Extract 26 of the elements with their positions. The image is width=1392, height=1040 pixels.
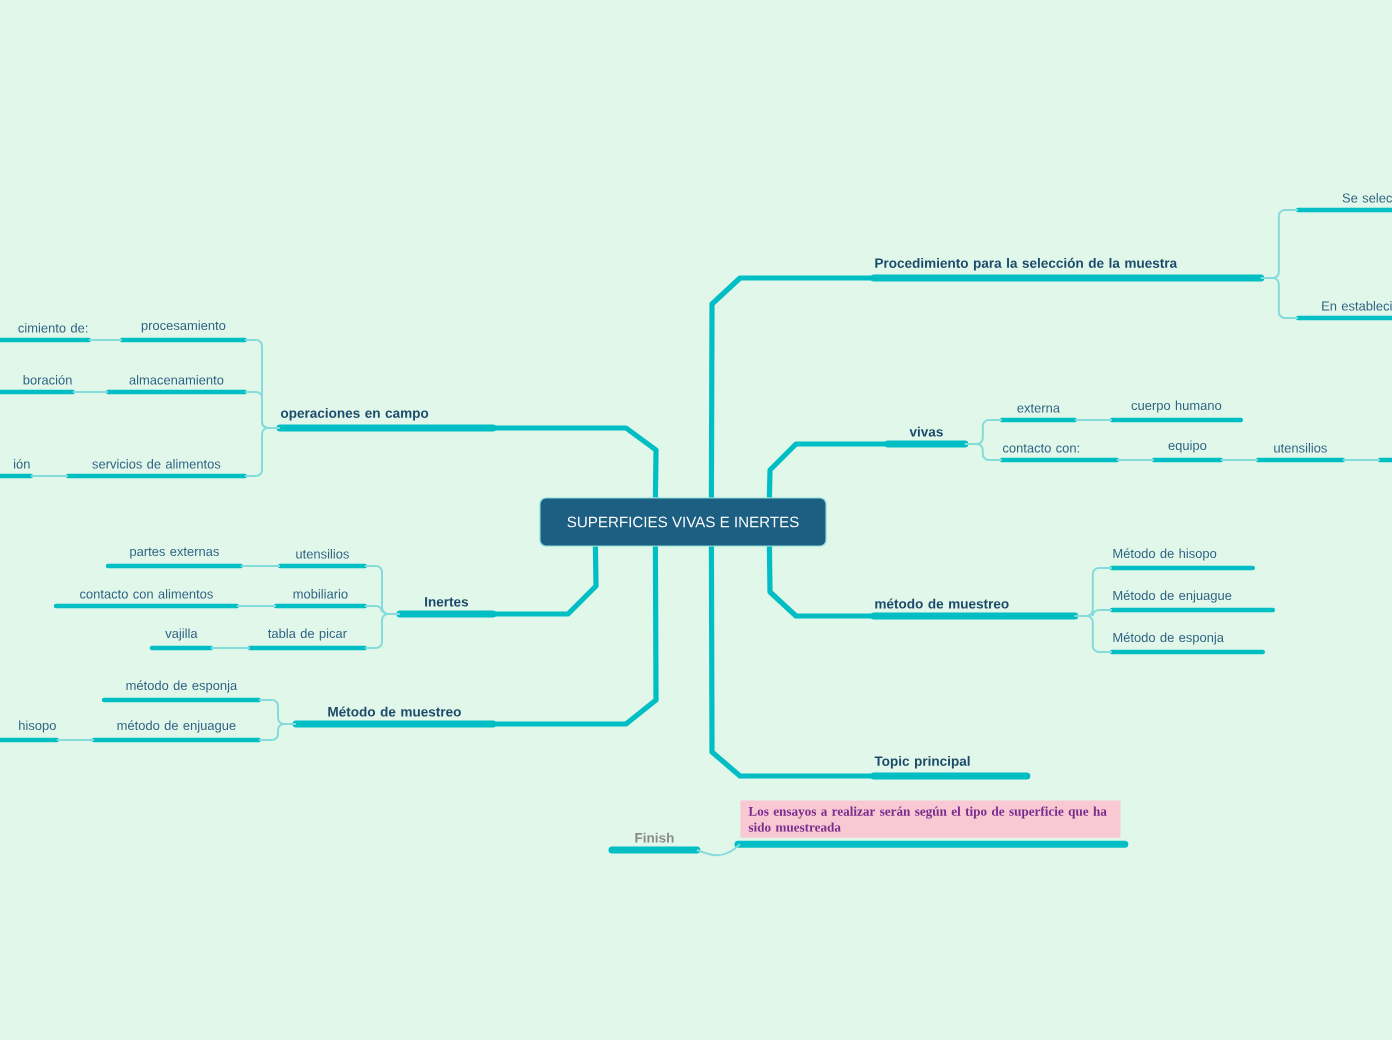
branch-line [209, 647, 251, 649]
branch-line [235, 605, 277, 607]
branch-line [963, 443, 1003, 461]
branch-line [492, 546, 599, 617]
branch-line [695, 843, 741, 857]
branch-line [1073, 615, 1113, 653]
branch-line [87, 339, 123, 341]
branch-line [1219, 459, 1259, 461]
branch-line [257, 723, 297, 741]
branch-line [243, 427, 281, 477]
branch-line [492, 546, 659, 727]
branch-line [708, 275, 874, 498]
branch-line [492, 425, 659, 498]
branch-bar [1377, 457, 1392, 463]
branch-line [29, 475, 69, 477]
branch-line [766, 441, 888, 498]
branch-line [239, 565, 281, 567]
branch-line [708, 546, 874, 779]
branch-line [55, 739, 95, 741]
branch-line [1259, 277, 1299, 319]
branch-line [1073, 419, 1113, 421]
branch-line [1341, 459, 1381, 461]
branch-line [1115, 459, 1155, 461]
branch-line [363, 613, 401, 649]
branch-line [71, 391, 109, 393]
branch-line [766, 546, 874, 619]
